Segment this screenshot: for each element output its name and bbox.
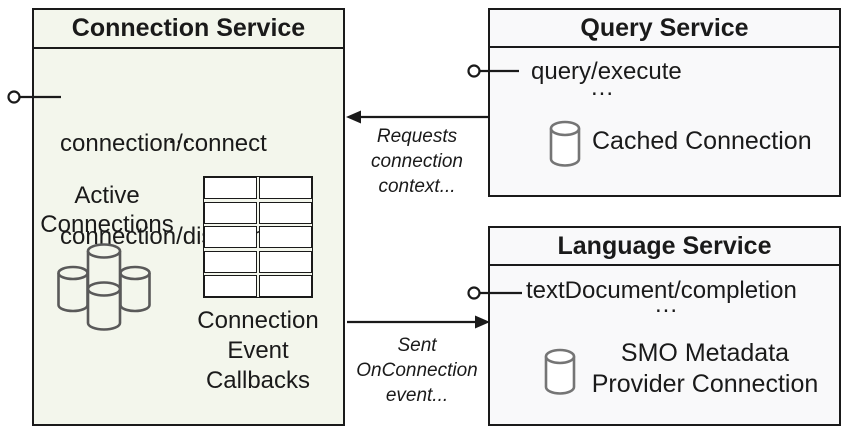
table-cell bbox=[204, 201, 257, 224]
table-cell bbox=[259, 275, 312, 297]
sent-arrow-label: Sent OnConnection event... bbox=[355, 333, 479, 408]
smo-metadata-database-icon bbox=[544, 348, 576, 395]
sent-label-line3: event... bbox=[385, 385, 449, 406]
method-connect: connection/connect bbox=[60, 130, 267, 157]
requests-arrow-label: Requests connection context... bbox=[355, 124, 479, 199]
requests-label-line1: Requests bbox=[376, 126, 458, 147]
table-cell bbox=[259, 226, 312, 248]
smo-metadata-label: SMO Metadata Provider Connection bbox=[582, 338, 828, 400]
cached-connection-label: Cached Connection bbox=[592, 127, 812, 155]
smo-metadata-line1: SMO Metadata bbox=[620, 339, 790, 367]
active-connections-cluster-icon bbox=[57, 243, 151, 331]
sent-label-line2: OnConnection bbox=[356, 360, 478, 381]
callbacks-table-grid bbox=[203, 176, 313, 298]
active-connections-line2: Connections bbox=[40, 211, 174, 238]
query-methods-ellipsis: ... bbox=[591, 74, 615, 101]
connection-service-title: Connection Service bbox=[34, 10, 343, 49]
language-methods-ellipsis: ... bbox=[655, 291, 679, 318]
connection-methods-ellipsis: ... bbox=[168, 122, 192, 149]
sent-label-line1: Sent bbox=[397, 335, 437, 356]
language-service-box: Language Service bbox=[488, 226, 841, 426]
requests-label-line2: connection bbox=[371, 151, 463, 172]
requests-connection-arrow bbox=[346, 110, 488, 124]
table-cell bbox=[204, 275, 257, 297]
callbacks-line3: Callbacks bbox=[205, 367, 311, 394]
active-connections-label: Active Connections bbox=[37, 181, 177, 239]
table-cell bbox=[204, 226, 257, 248]
connection-service-methods: connection/connect connection/disconnect bbox=[60, 66, 298, 314]
sent-onconnection-arrow bbox=[347, 315, 490, 329]
query-service-box: Query Service bbox=[488, 8, 841, 197]
callbacks-label: Connection Event Callbacks bbox=[185, 306, 331, 396]
table-cell bbox=[259, 177, 312, 199]
table-cell bbox=[259, 201, 312, 224]
active-connections-line1: Active bbox=[74, 182, 140, 209]
table-cell bbox=[204, 250, 257, 273]
table-cell bbox=[204, 177, 257, 199]
table-cell bbox=[259, 250, 312, 273]
requests-label-line3: context... bbox=[378, 176, 456, 197]
query-service-method: query/execute bbox=[531, 58, 682, 85]
callbacks-line1: Connection bbox=[197, 307, 319, 334]
smo-metadata-line2: Provider Connection bbox=[591, 370, 819, 398]
cached-connection-database-icon bbox=[549, 120, 581, 167]
language-service-title: Language Service bbox=[490, 228, 839, 266]
language-service-method: textDocument/completion bbox=[526, 277, 797, 304]
callbacks-line2: Event bbox=[227, 337, 289, 364]
query-service-title: Query Service bbox=[490, 10, 839, 48]
